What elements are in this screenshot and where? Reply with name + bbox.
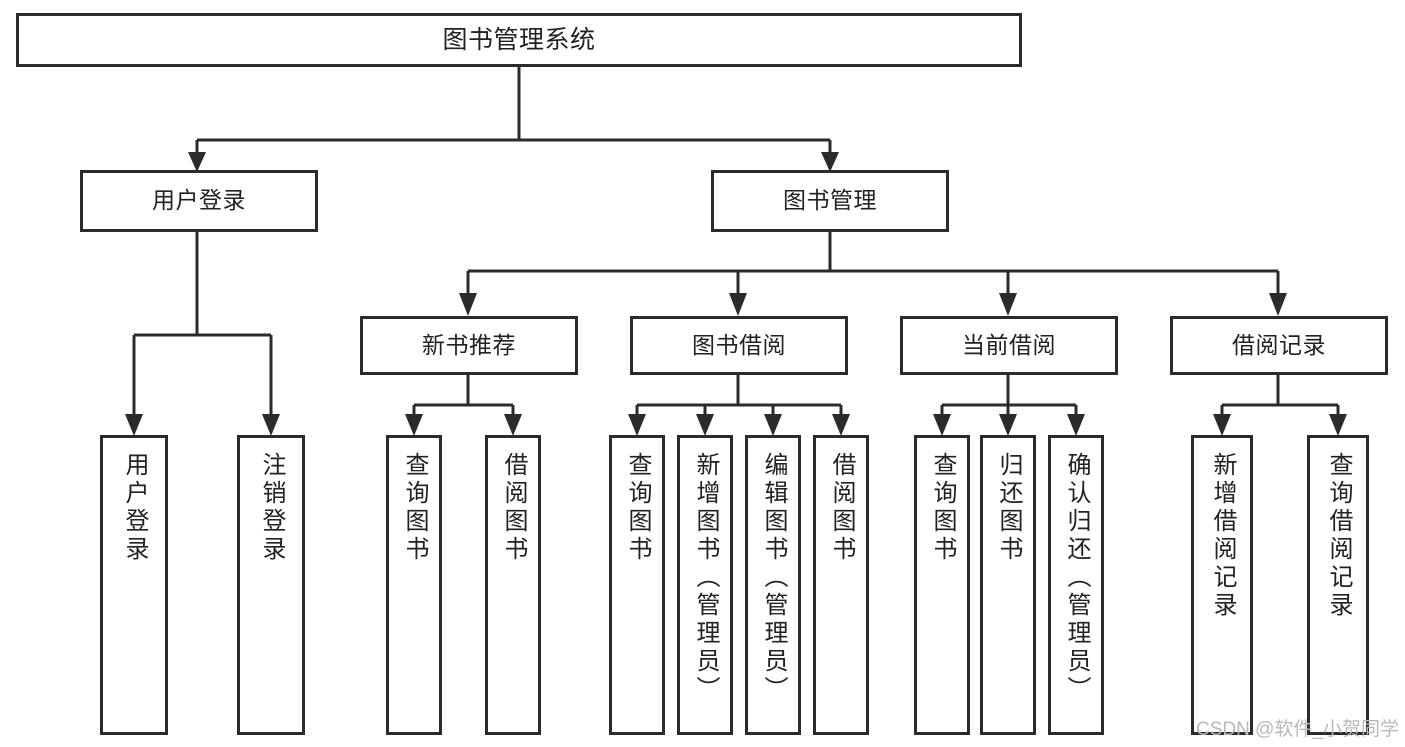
node-label: 图书借阅 bbox=[692, 331, 786, 358]
node-leaf-return-book[interactable]: 归还图书 bbox=[980, 435, 1036, 735]
node-leaf-query-book-current[interactable]: 查询图书 bbox=[914, 435, 970, 735]
node-leaf-add-borrow-record[interactable]: 新增借阅记录 bbox=[1191, 435, 1253, 735]
node-label: 查询图书 bbox=[624, 452, 651, 564]
node-label: 查询借阅记录 bbox=[1325, 452, 1352, 620]
node-borrowing-record[interactable]: 借阅记录 bbox=[1170, 316, 1388, 375]
arrowhead-leaf-query-book-c bbox=[933, 414, 951, 436]
arrowhead-leaf-add-record bbox=[1213, 414, 1231, 436]
node-label: 借阅图书 bbox=[500, 452, 527, 564]
arrowhead-leaf-edit-book bbox=[764, 414, 782, 436]
node-leaf-confirm-return-admin[interactable]: 确认归还（管理员） bbox=[1048, 435, 1104, 735]
node-label: 查询图书 bbox=[929, 452, 956, 564]
node-label: 新增借阅记录 bbox=[1209, 452, 1236, 620]
node-book-management[interactable]: 图书管理 bbox=[711, 170, 949, 232]
arrowhead-leaf-return-book bbox=[999, 414, 1017, 436]
arrowhead-borrow-record bbox=[1269, 293, 1287, 316]
node-label: 归还图书 bbox=[995, 452, 1022, 564]
node-book-borrowing[interactable]: 图书借阅 bbox=[630, 316, 848, 375]
node-leaf-user-login[interactable]: 用户登录 bbox=[100, 435, 168, 735]
node-label: 查询图书 bbox=[401, 452, 428, 564]
node-leaf-edit-book-admin[interactable]: 编辑图书（管理员） bbox=[745, 435, 801, 735]
node-user-login[interactable]: 用户登录 bbox=[80, 170, 318, 232]
node-label: 用户登录 bbox=[121, 452, 148, 564]
node-label: 借阅记录 bbox=[1232, 331, 1326, 358]
node-label: 借阅图书 bbox=[828, 452, 855, 564]
arrowhead-leaf-query-record bbox=[1329, 414, 1347, 436]
node-label: 编辑图书（管理员） bbox=[760, 452, 787, 704]
node-root-book-management-system[interactable]: 图书管理系统 bbox=[16, 13, 1022, 67]
node-new-book-recommendation[interactable]: 新书推荐 bbox=[360, 316, 578, 375]
node-leaf-query-borrow-record[interactable]: 查询借阅记录 bbox=[1307, 435, 1369, 735]
arrowhead-leaf-add-book bbox=[696, 414, 714, 436]
node-leaf-borrow-book[interactable]: 借阅图书 bbox=[813, 435, 869, 735]
node-leaf-query-book-borrow[interactable]: 查询图书 bbox=[609, 435, 665, 735]
node-leaf-query-book-recommend[interactable]: 查询图书 bbox=[386, 435, 442, 735]
node-label: 图书管理系统 bbox=[442, 26, 596, 54]
arrowhead-leaf-confirm-return bbox=[1067, 414, 1085, 436]
node-current-borrowing[interactable]: 当前借阅 bbox=[900, 316, 1118, 375]
arrowhead-leaf-logout bbox=[262, 414, 280, 436]
node-label: 图书管理 bbox=[783, 187, 877, 214]
node-leaf-add-book-admin[interactable]: 新增图书（管理员） bbox=[677, 435, 733, 735]
arrowhead-current-borrow bbox=[999, 293, 1017, 316]
arrowhead-book-mgmt bbox=[821, 152, 839, 172]
node-label: 注销登录 bbox=[258, 452, 285, 564]
node-leaf-logout[interactable]: 注销登录 bbox=[237, 435, 305, 735]
arrowhead-leaf-query-book-a bbox=[405, 414, 423, 436]
node-label: 用户登录 bbox=[152, 187, 246, 214]
node-leaf-borrow-book-recommend[interactable]: 借阅图书 bbox=[485, 435, 541, 735]
arrowhead-leaf-user-login bbox=[125, 414, 143, 436]
arrowhead-leaf-borrow-book-a bbox=[504, 414, 522, 436]
arrowhead-leaf-query-book-b bbox=[628, 414, 646, 436]
arrowhead-leaf-borrow-book-b bbox=[832, 414, 850, 436]
node-label: 当前借阅 bbox=[962, 331, 1056, 358]
node-label: 新书推荐 bbox=[422, 331, 516, 358]
arrowhead-new-book-rec bbox=[459, 293, 477, 316]
node-label: 确认归还（管理员） bbox=[1063, 452, 1090, 704]
arrowhead-user-login bbox=[188, 152, 206, 172]
node-label: 新增图书（管理员） bbox=[692, 452, 719, 704]
csdn-watermark: CSDN @软件_小贺同学 bbox=[1196, 719, 1399, 740]
arrowhead-book-borrow bbox=[729, 293, 747, 316]
